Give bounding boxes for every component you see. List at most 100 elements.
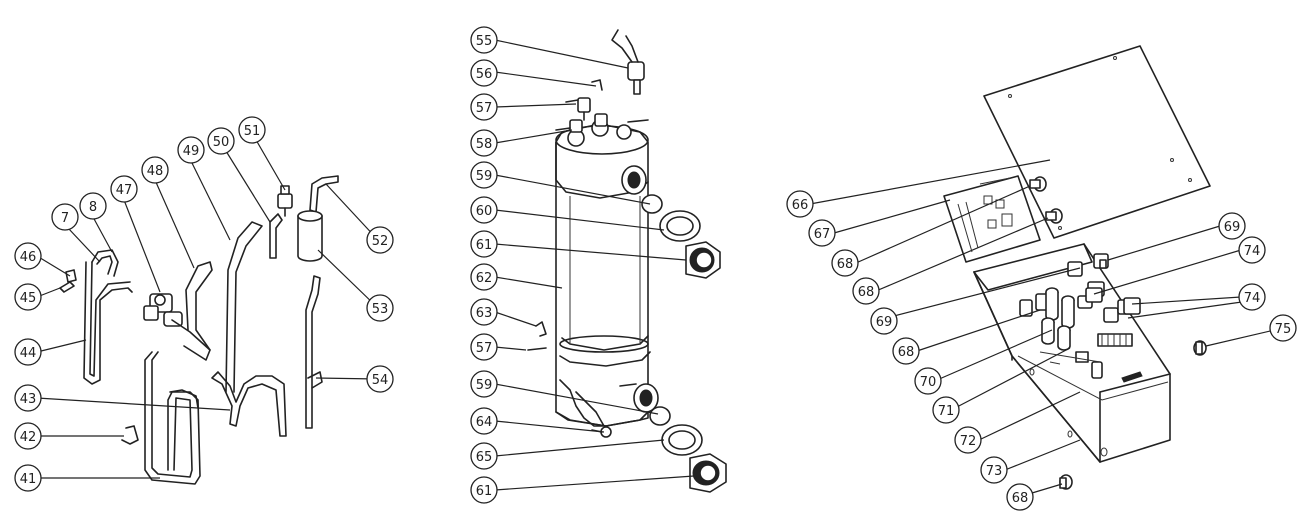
part-51-fitting xyxy=(277,185,293,217)
part-60-washer xyxy=(659,210,701,242)
svg-text:73: 73 xyxy=(986,464,1003,479)
callout-57-bottom: 57 xyxy=(470,333,498,361)
part-57-valve xyxy=(565,97,591,121)
callout-74-a: 74 xyxy=(1238,236,1266,264)
part-45-clip xyxy=(59,281,75,293)
svg-text:63: 63 xyxy=(476,306,493,321)
svg-text:48: 48 xyxy=(147,164,164,179)
svg-text:68: 68 xyxy=(837,257,854,272)
svg-text:56: 56 xyxy=(476,67,493,82)
svg-text:68: 68 xyxy=(858,285,875,300)
part-41-tube-loop xyxy=(144,351,201,485)
callout-74-b: 74 xyxy=(1238,283,1266,311)
svg-text:57: 57 xyxy=(476,341,493,356)
part-42-clip xyxy=(121,425,139,445)
part-74-relay-b xyxy=(1123,297,1141,315)
callout-61-bottom: 61 xyxy=(470,476,498,504)
svg-text:8: 8 xyxy=(89,200,97,215)
part-61-nut-upper xyxy=(685,241,721,279)
part-75-knob xyxy=(1193,340,1207,356)
callout-52: 52 xyxy=(366,226,394,254)
part-61-nut-lower xyxy=(689,453,727,493)
leader-lines xyxy=(36,39,1284,497)
svg-text:75: 75 xyxy=(1275,322,1292,337)
svg-text:67: 67 xyxy=(814,227,831,242)
svg-text:71: 71 xyxy=(938,404,955,419)
svg-text:69: 69 xyxy=(876,315,893,330)
part-53-canister xyxy=(297,210,323,262)
part-55-sensor xyxy=(611,29,645,95)
callout-7: 7 xyxy=(51,203,79,231)
callout-56: 56 xyxy=(470,59,498,87)
svg-text:57: 57 xyxy=(476,101,493,116)
callout-68-d: 68 xyxy=(1006,483,1034,511)
left-assembly-tubing xyxy=(59,175,339,485)
callout-46: 46 xyxy=(14,242,42,270)
part-49-tube xyxy=(225,221,263,393)
svg-text:42: 42 xyxy=(20,430,37,445)
part-59-gasket-lower xyxy=(649,406,671,426)
part-69-relay-a xyxy=(1093,253,1109,269)
svg-text:50: 50 xyxy=(213,135,230,150)
callout-50: 50 xyxy=(207,127,235,155)
svg-text:41: 41 xyxy=(20,472,37,487)
svg-text:49: 49 xyxy=(183,144,200,159)
callout-58: 58 xyxy=(470,129,498,157)
svg-text:54: 54 xyxy=(372,373,389,388)
part-56-pin xyxy=(591,79,603,91)
svg-text:7: 7 xyxy=(61,211,69,226)
part-67-terminal-panel xyxy=(943,175,1041,263)
callout-55: 55 xyxy=(470,26,498,54)
svg-text:68: 68 xyxy=(898,345,915,360)
callout-63: 63 xyxy=(470,298,498,326)
svg-text:74: 74 xyxy=(1244,291,1261,306)
callout-72: 72 xyxy=(954,426,982,454)
part-44-hairpin-tube xyxy=(83,261,133,385)
callout-8: 8 xyxy=(79,192,107,220)
svg-text:61: 61 xyxy=(476,484,493,499)
callout-53: 53 xyxy=(366,294,394,322)
callout-41: 41 xyxy=(14,464,42,492)
svg-text:59: 59 xyxy=(476,169,493,184)
part-7-tube xyxy=(91,249,119,277)
svg-text:44: 44 xyxy=(20,346,37,361)
callout-73: 73 xyxy=(980,456,1008,484)
part-47-valve xyxy=(143,293,211,361)
part-64-bracket xyxy=(559,379,605,427)
part-58-top-fittings xyxy=(555,113,649,147)
callout-66: 66 xyxy=(786,190,814,218)
callout-45: 45 xyxy=(14,283,42,311)
svg-text:65: 65 xyxy=(476,450,493,465)
svg-text:68: 68 xyxy=(1012,491,1029,506)
callout-69-a: 69 xyxy=(1218,212,1246,240)
callout-61-top: 61 xyxy=(470,230,498,258)
part-63-clip xyxy=(535,321,547,337)
svg-text:52: 52 xyxy=(372,234,389,249)
svg-text:74: 74 xyxy=(1244,244,1261,259)
part-73-enclosure-box xyxy=(973,243,1171,463)
callout-47: 47 xyxy=(110,175,138,203)
svg-text:45: 45 xyxy=(20,291,37,306)
svg-text:53: 53 xyxy=(372,302,389,317)
part-50-tube xyxy=(269,213,283,259)
callout-64: 64 xyxy=(470,407,498,435)
callout-49: 49 xyxy=(177,136,205,164)
part-68-knob-a xyxy=(1029,176,1047,192)
right-assembly-control-box xyxy=(943,45,1211,490)
svg-text:58: 58 xyxy=(476,137,493,152)
part-43-tube xyxy=(211,371,287,437)
part-65-washer xyxy=(661,424,703,456)
svg-text:46: 46 xyxy=(20,250,37,265)
callout-68-b: 68 xyxy=(852,277,880,305)
svg-text:47: 47 xyxy=(116,183,133,198)
part-74-relay-a xyxy=(1085,287,1103,303)
callout-44: 44 xyxy=(14,338,42,366)
svg-text:64: 64 xyxy=(476,415,493,430)
svg-text:60: 60 xyxy=(476,204,493,219)
svg-text:72: 72 xyxy=(960,434,977,449)
callout-68-a: 68 xyxy=(831,249,859,277)
part-57b-pin xyxy=(527,347,547,351)
center-assembly-tank xyxy=(527,29,727,493)
part-46-fitting xyxy=(65,269,77,283)
